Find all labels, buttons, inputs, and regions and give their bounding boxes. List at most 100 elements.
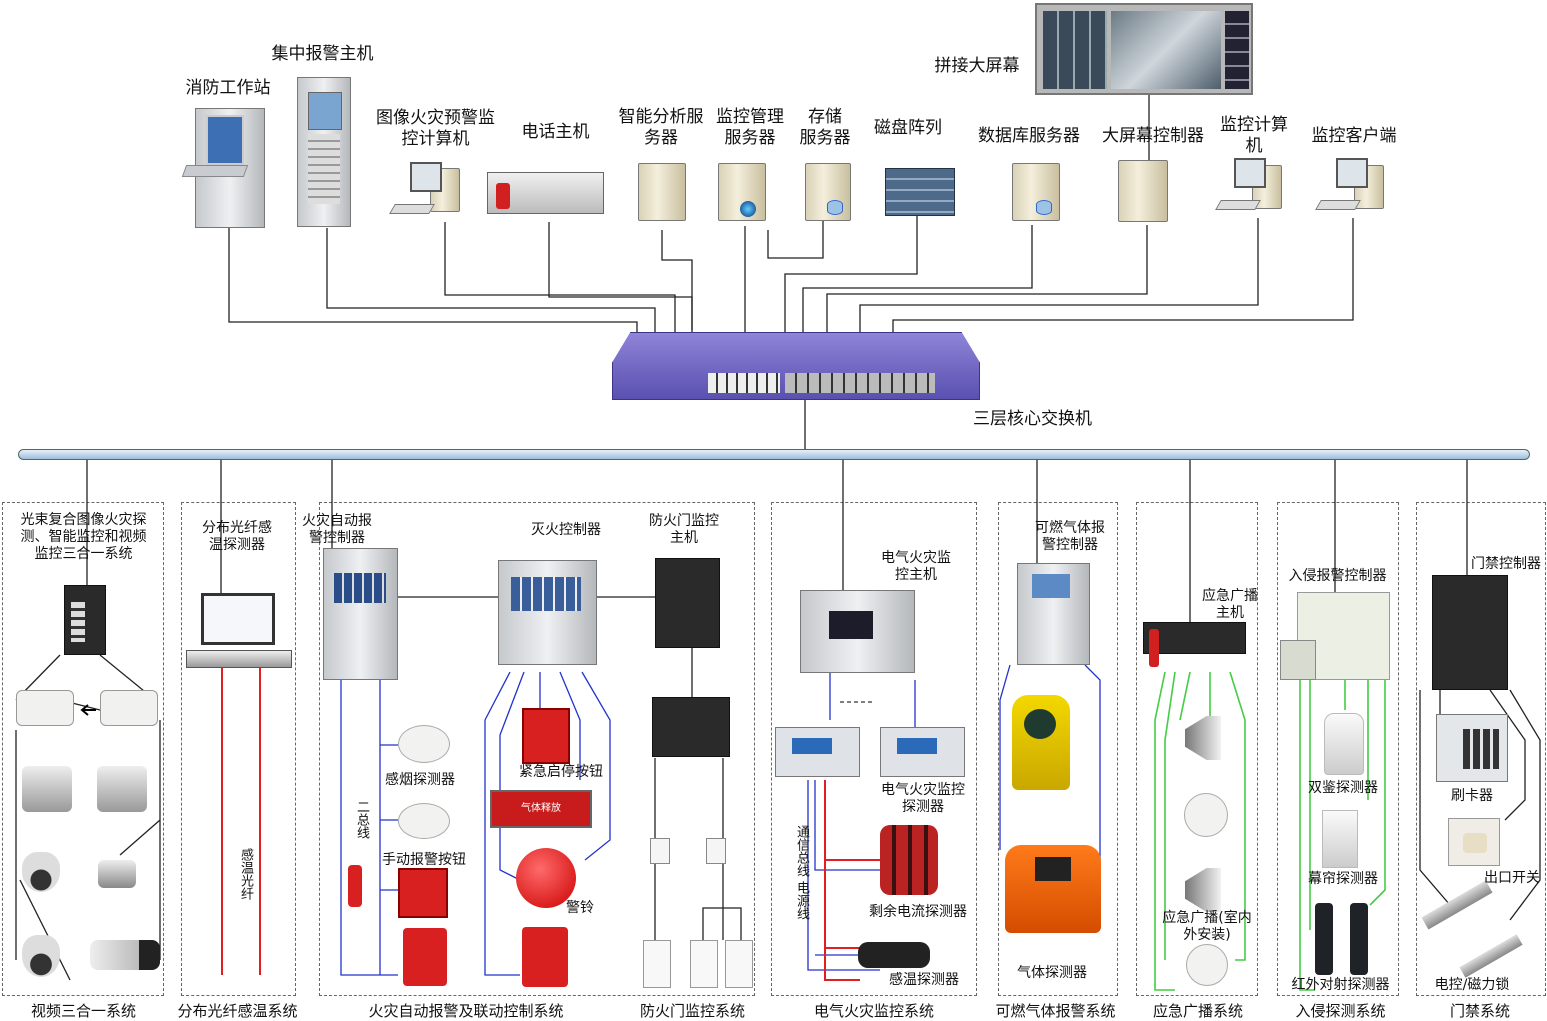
broadcast-host bbox=[1143, 622, 1246, 667]
video-wall bbox=[1035, 3, 1253, 95]
electric-fire-host bbox=[800, 590, 915, 673]
bullet-camera bbox=[97, 766, 147, 812]
broadcast-system-footer: 应急广播系统 bbox=[1152, 1002, 1243, 1020]
sounder-strobe bbox=[403, 928, 447, 986]
dual-detector bbox=[1324, 713, 1364, 775]
electric-system-box bbox=[771, 502, 977, 996]
door-switch bbox=[690, 940, 718, 988]
fire-alarm-controller bbox=[323, 548, 398, 680]
speaker-label: 应急广播(室内 外安装) bbox=[1162, 910, 1252, 943]
exit-button bbox=[1448, 818, 1500, 866]
mini-camera bbox=[98, 860, 136, 888]
monitor-mgmt-label: 监控管理 服务器 bbox=[716, 107, 784, 148]
broadcast-system-box bbox=[1136, 502, 1258, 996]
sounder-strobe bbox=[522, 927, 568, 987]
fire-workstation-label: 消防工作站 bbox=[185, 78, 271, 98]
manual-alarm-button bbox=[398, 868, 448, 918]
fiber-host-monitor bbox=[201, 593, 275, 645]
gas-system-box bbox=[998, 502, 1118, 996]
electric-detector-label: 电气火灾监控 探测器 bbox=[881, 782, 965, 815]
gas-alarm-controller bbox=[1017, 563, 1090, 665]
infrared-detector-label: 红外对射探测器 bbox=[1291, 977, 1390, 993]
dome-camera bbox=[22, 852, 60, 892]
database-icon bbox=[827, 200, 843, 215]
curtain-detector-label: 幕帘探测器 bbox=[1308, 871, 1378, 887]
lock-label: 电控/磁力锁 bbox=[1434, 977, 1510, 993]
arrow-icon bbox=[80, 704, 96, 716]
red-wires bbox=[221, 668, 885, 981]
db-server-label: 数据库服务器 bbox=[978, 126, 1080, 146]
beam-detector bbox=[16, 690, 74, 726]
bullet-camera bbox=[22, 766, 72, 812]
screen-controller-label: 大屏幕控制器 bbox=[1102, 126, 1204, 146]
card-reader-label: 刷卡器 bbox=[1451, 788, 1493, 804]
gas-detector bbox=[1005, 845, 1101, 933]
gas-detector bbox=[1012, 695, 1070, 790]
door-system-footer: 防火门监控系统 bbox=[639, 1002, 745, 1020]
infrared-beam-detector bbox=[1350, 903, 1368, 975]
curtain-detector bbox=[1322, 810, 1358, 868]
door-power-module bbox=[652, 697, 730, 757]
fiber-heading: 分布光纤感 温探测器 bbox=[202, 520, 272, 553]
intrusion-system-box bbox=[1277, 502, 1399, 996]
fire-door-host bbox=[655, 558, 720, 648]
central-alarm-label: 集中报警主机 bbox=[271, 44, 374, 64]
monitor-client-label: 监控客户端 bbox=[1311, 126, 1397, 146]
ceiling-speaker bbox=[1184, 793, 1228, 837]
smoke-detector bbox=[398, 725, 450, 763]
access-system-footer: 门禁系统 bbox=[1449, 1002, 1510, 1020]
keyboard bbox=[389, 204, 435, 214]
gas-system-footer: 可燃气体报警系统 bbox=[995, 1002, 1116, 1020]
extinguish-controller bbox=[498, 560, 597, 665]
two-bus-label: 二总线 bbox=[354, 800, 369, 839]
analysis-server-label: 智能分析服 务器 bbox=[618, 107, 704, 148]
green-wires bbox=[1154, 671, 1386, 991]
keypad bbox=[1280, 640, 1316, 680]
video-system-box bbox=[2, 502, 164, 996]
fire-system-footer: 火灾自动报警及联动控制系统 bbox=[368, 1002, 564, 1020]
disk-array bbox=[885, 168, 955, 216]
door-monitor-module bbox=[650, 838, 670, 864]
blue-wires bbox=[340, 664, 1101, 976]
residual-current-label: 剩余电流探测器 bbox=[869, 904, 967, 920]
ceiling-speaker bbox=[1186, 944, 1228, 986]
globe-icon bbox=[740, 201, 756, 217]
keyboard bbox=[1315, 200, 1361, 210]
access-controller bbox=[1432, 575, 1508, 690]
monitor-computer-screen bbox=[1234, 158, 1266, 188]
electric-host-label: 电气火灾监 控主机 bbox=[881, 550, 951, 583]
temperature-detector-label: 感温探测器 bbox=[889, 972, 959, 988]
smoke-detector-label: 感烟探测器 bbox=[385, 772, 455, 788]
temperature-detector bbox=[858, 942, 930, 968]
phone-host-label: 电话主机 bbox=[521, 122, 590, 142]
intrusion-system-footer: 入侵探测系统 bbox=[1295, 1002, 1386, 1020]
access-controller-label: 门禁控制器 bbox=[1471, 556, 1541, 572]
network-bus bbox=[18, 449, 1530, 460]
video-system-footer: 视频三合一系统 bbox=[30, 1002, 136, 1020]
video-switch bbox=[64, 585, 106, 655]
video-wall-label: 拼接大屏幕 bbox=[934, 56, 1020, 76]
door-host-label: 防火门监控 主机 bbox=[649, 513, 719, 546]
thermal-camera bbox=[90, 940, 160, 970]
core-switch bbox=[612, 332, 980, 400]
disk-array-label: 磁盘阵列 bbox=[874, 118, 942, 138]
dome-camera bbox=[22, 935, 60, 977]
intrusion-controller-label: 入侵报警控制器 bbox=[1288, 568, 1387, 584]
electric-detector bbox=[775, 727, 860, 777]
gas-controller-label: 可燃气体报 警控制器 bbox=[1035, 520, 1105, 553]
gas-release-sign-text: 气体释放 bbox=[521, 803, 561, 814]
broadcast-host-label: 应急广播 主机 bbox=[1202, 588, 1258, 621]
fiber-system-footer: 分布光纤感温系统 bbox=[177, 1002, 298, 1020]
extinguish-controller-label: 灭火控制器 bbox=[531, 522, 601, 538]
fiber-system-box bbox=[181, 502, 296, 996]
central-alarm-cabinet bbox=[297, 77, 351, 227]
database-icon bbox=[1036, 200, 1052, 215]
door-switch bbox=[643, 940, 671, 988]
access-system-box bbox=[1416, 502, 1546, 996]
gas-detector-label: 气体探测器 bbox=[1017, 965, 1087, 981]
card-reader bbox=[1436, 714, 1508, 782]
video-system-heading: 光束复合图像火灾探 测、智能监控和视频 监控三合一系统 bbox=[20, 512, 147, 562]
monitor-pc-label: 监控计算 机 bbox=[1220, 115, 1288, 156]
bus-power-label: 通信总线 电源线 bbox=[794, 825, 809, 921]
